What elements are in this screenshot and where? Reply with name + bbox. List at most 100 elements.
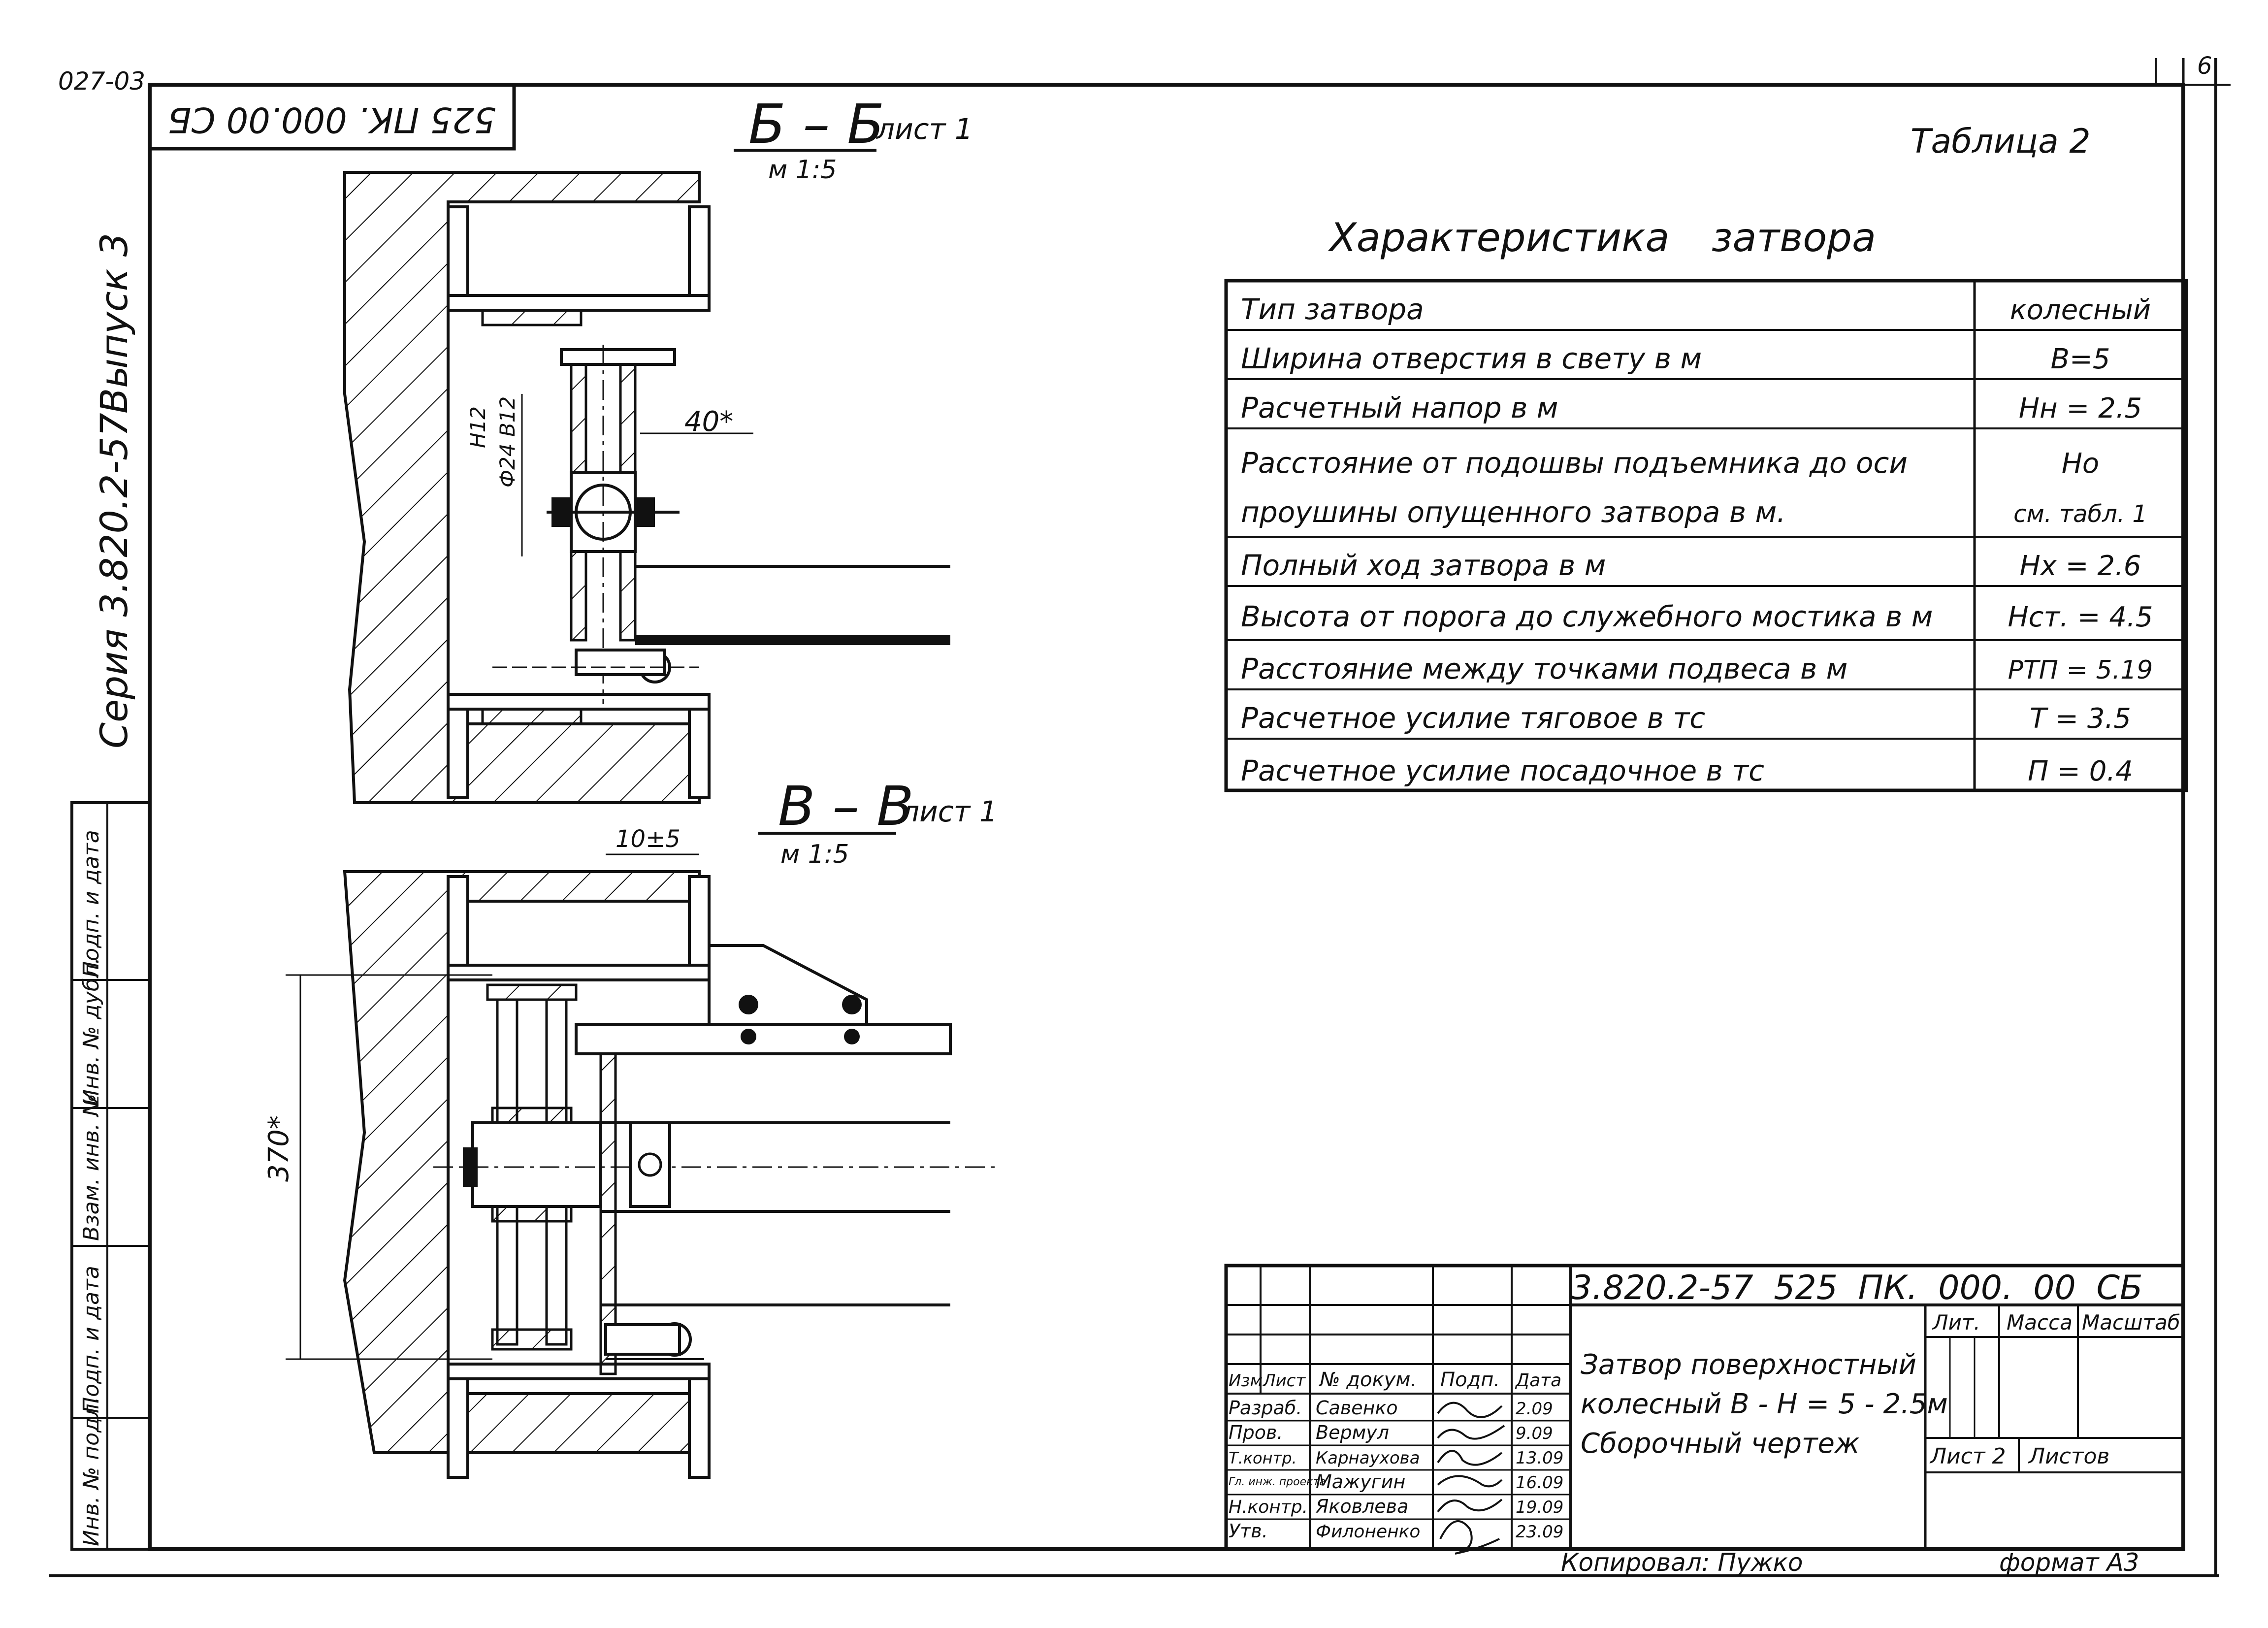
title-block-lit: Лит. <box>1932 1310 1980 1335</box>
page-number: 6 <box>2197 52 2212 80</box>
section-bb-sheet-ref: лист 1 <box>876 112 973 146</box>
issue-label: Выпуск 3 <box>92 233 136 414</box>
title-block-name-3: Сборочный чертеж <box>1581 1428 1859 1460</box>
signer-role: Разраб. <box>1229 1397 1302 1419</box>
mirrored-code: 525 ПК. 000.00 СБ <box>168 99 496 140</box>
table-row-label: Ширина отверстия в свету в м <box>1241 342 1702 375</box>
signature-mark <box>1437 1425 1505 1440</box>
table-row-label-continued: проушины опущенного затвора в м. <box>1241 495 1786 529</box>
mirrored-code-stamp: 525 ПК. 000.00 СБ <box>148 83 516 151</box>
section-bb-drawing <box>343 171 950 804</box>
table-row-value: РТП = 5.19 <box>2008 655 2153 685</box>
dim-h12: Н12 <box>466 406 490 448</box>
signer-row: Утв. Филоненко 23.09 <box>1229 1520 1563 1555</box>
signer-name: Яковлева <box>1315 1496 1408 1517</box>
side-stamp-inv-dubl: Инв. № дубл. <box>79 957 104 1106</box>
dim-40: 40* <box>684 406 733 438</box>
signature-mark <box>1439 1520 1500 1555</box>
signer-row: Гл. инж. проекта Мажугин 16.09 <box>1229 1471 1563 1493</box>
table-row-value: Нст. = 4.5 <box>2008 601 2153 633</box>
signature-mark <box>1437 1401 1503 1418</box>
copied-by: Копировал: Пужко <box>1561 1548 1803 1577</box>
table-row: Высота от порога до служебного мостика в… <box>1241 600 2153 633</box>
table-row-value-note: см. табл. 1 <box>2013 500 2147 528</box>
table-row-value: В=5 <box>2051 343 2110 375</box>
signer-row: Разраб. Савенко 2.09 <box>1229 1397 1553 1419</box>
tb-col-sign: Подп. <box>1440 1368 1500 1391</box>
title-block-name-2: колесный В - Н = 5 - 2.5м <box>1581 1388 1948 1420</box>
table-row-value: Т = 3.5 <box>2030 703 2131 735</box>
signer-date: 13.09 <box>1516 1448 1563 1468</box>
signer-role: Утв. <box>1229 1520 1268 1542</box>
section-vv-scale: м 1:5 <box>780 840 849 869</box>
signer-date: 9.09 <box>1516 1424 1553 1443</box>
title-block-scale: Масштаб <box>2082 1310 2180 1335</box>
signer-role: Гл. инж. проекта <box>1229 1476 1326 1488</box>
dim-370: 370* <box>263 1115 295 1182</box>
signer-row: Т.контр. Карнаухова 13.09 <box>1229 1448 1563 1468</box>
section-vv-heading: В – В лист 1 м 1:5 <box>758 775 998 869</box>
side-stamp-sign-date-2: Подп. и дата <box>79 830 104 977</box>
section-vv-title: В – В <box>778 775 914 838</box>
table-row-label: Тип затвора <box>1241 293 1424 326</box>
section-bb-scale: м 1:5 <box>768 155 837 185</box>
signer-role: Т.контр. <box>1229 1449 1297 1467</box>
title-block-name-1: Затвор поверхностный <box>1581 1349 1916 1381</box>
signer-row: Н.контр. Яковлева 19.09 <box>1229 1496 1563 1517</box>
table-row-value: колесный <box>2010 294 2151 326</box>
table-row-label: Расстояние между точками подвеса в м <box>1241 652 1847 685</box>
table-row: Расчетное усилие посадочное в тс П = 0.4 <box>1241 754 2133 787</box>
dim-f24: Ф24 В12 <box>495 396 519 488</box>
signer-name: Карнаухова <box>1316 1448 1420 1468</box>
tb-col-izm: Изм. <box>1229 1371 1268 1391</box>
signer-name: Савенко <box>1316 1397 1398 1419</box>
signer-name: Вермул <box>1316 1422 1389 1443</box>
table-row: Расчетный напор в м Нн = 2.5 <box>1241 391 2142 424</box>
table-row: Ширина отверстия в свету в м В=5 <box>1241 342 2110 375</box>
table-row: Расчетное усилие тяговое в тс Т = 3.5 <box>1241 701 2131 735</box>
table-heading: Характеристика затвора <box>1328 215 1876 260</box>
section-bb-title: Б – Б <box>748 93 884 156</box>
side-stamp: Инв. № подл. Подп. и дата Взам. инв. № И… <box>70 801 151 1551</box>
table-row-value: Но <box>2062 448 2099 480</box>
table-row: Расстояние между точками подвеса в м РТП… <box>1241 652 2153 685</box>
table-row-label: Расчетное усилие тяговое в тс <box>1241 701 1705 735</box>
table-row-value: П = 0.4 <box>2028 755 2133 787</box>
side-stamp-inv-podl: Инв. № подл. <box>79 1397 104 1546</box>
signature-mark <box>1437 1475 1503 1488</box>
section-vv-sheet-ref: лист 1 <box>901 795 998 828</box>
characteristics-table <box>1224 279 2188 792</box>
signer-date: 19.09 <box>1516 1498 1563 1517</box>
tb-col-date: Дата <box>1515 1370 1561 1391</box>
tb-col-list: Лист <box>1262 1371 1306 1391</box>
title-block-code: 3.820.2-57 525 ПК. 000. 00 СБ <box>1571 1269 2143 1307</box>
table-row-label: Расчетный напор в м <box>1241 391 1558 424</box>
signer-date: 2.09 <box>1516 1399 1553 1419</box>
dim-10-5: 10±5 <box>616 825 680 853</box>
table-row-value: Нн = 2.5 <box>2019 392 2142 424</box>
table-row-label: Расчетное усилие посадочное в тс <box>1241 754 1764 787</box>
title-block-sheets: Листов <box>2028 1444 2109 1469</box>
table-row: Тип затвора колесный <box>1241 293 2151 326</box>
table-caption: Таблица 2 <box>1911 122 2091 161</box>
series-label: Серия 3.820.2-57 <box>92 413 136 749</box>
corner-code: 027-03 <box>58 67 145 96</box>
side-stamp-sign-date-1: Подп. и дата <box>79 1266 104 1413</box>
signature-mark <box>1437 1498 1503 1513</box>
side-stamp-vzam-inv: Взам. инв. № <box>79 1094 104 1241</box>
signer-role: Пров. <box>1229 1422 1283 1443</box>
title-block <box>1224 1264 2185 1551</box>
table-row-value: Нх = 2.6 <box>2020 550 2141 582</box>
title-block-sheet: Лист 2 <box>1929 1444 2006 1469</box>
title-block-mass: Масса <box>2007 1310 2073 1335</box>
format-label: формат А3 <box>1999 1548 2139 1577</box>
tb-col-doc: № докум. <box>1319 1368 1417 1391</box>
table-row-label: Высота от порога до служебного мостика в… <box>1241 600 1933 633</box>
signer-row: Пров. Вермул 9.09 <box>1229 1422 1553 1443</box>
signer-name: Филоненко <box>1316 1522 1420 1542</box>
signer-date: 16.09 <box>1516 1473 1563 1493</box>
signer-role: Н.контр. <box>1229 1497 1308 1517</box>
signature-mark <box>1437 1450 1503 1466</box>
signer-date: 23.09 <box>1516 1522 1563 1542</box>
